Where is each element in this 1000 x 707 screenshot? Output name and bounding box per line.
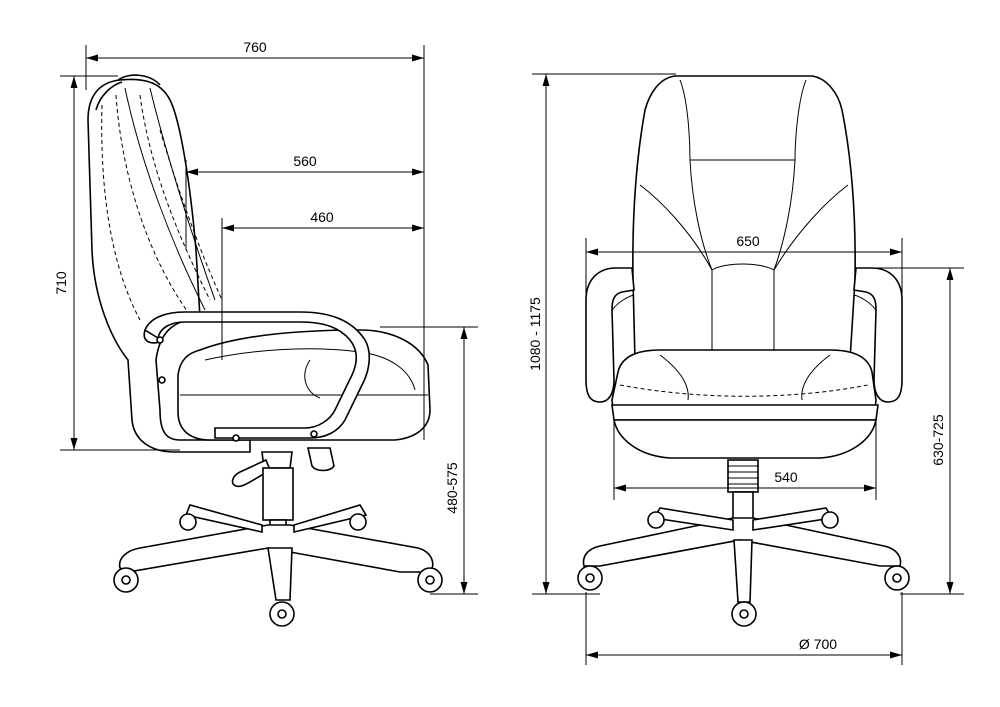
side-casters bbox=[113, 513, 443, 627]
front-backrest bbox=[632, 75, 856, 361]
dim-540: 540 bbox=[774, 469, 798, 485]
dim-650: 650 bbox=[736, 233, 760, 249]
side-lever bbox=[231, 458, 271, 488]
front-casters bbox=[577, 511, 910, 627]
side-seat-cushion bbox=[177, 329, 431, 441]
dim-700-diameter: Ø 700 bbox=[799, 636, 837, 652]
front-gas-lift-cover bbox=[727, 459, 759, 493]
dim-710: 710 bbox=[53, 271, 69, 295]
dim-1080-1175: 1080 - 1175 bbox=[527, 297, 543, 371]
dim-480-575: 480-575 bbox=[444, 462, 460, 514]
front-base bbox=[582, 517, 902, 567]
front-view bbox=[577, 75, 910, 627]
side-dimensions: 760 560 460 710 480-575 bbox=[53, 39, 478, 595]
side-view bbox=[87, 74, 443, 627]
dim-560: 560 bbox=[293, 153, 317, 169]
dim-760: 760 bbox=[243, 39, 267, 55]
side-armrest bbox=[143, 311, 371, 439]
side-gas-lift bbox=[262, 467, 294, 521]
side-backrest bbox=[87, 78, 251, 453]
dim-460: 460 bbox=[310, 209, 334, 225]
dim-630-725: 630-725 bbox=[930, 414, 946, 466]
front-dimensions: 1080 - 1175 650 540 630-725 Ø 700 bbox=[527, 73, 964, 665]
